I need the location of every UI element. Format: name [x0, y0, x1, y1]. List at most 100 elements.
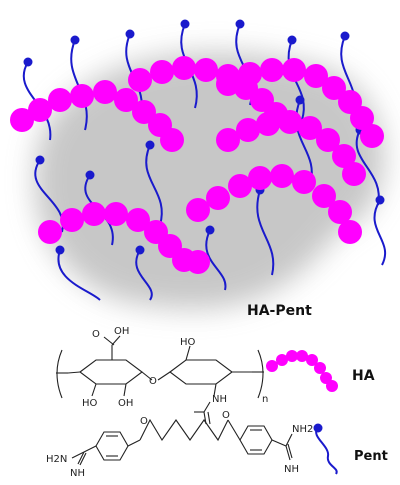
- pent-chemical-structure: H2N NH O O NH2 NH: [46, 410, 313, 479]
- repeat-n-text: n: [262, 394, 268, 405]
- ha-bead: [270, 164, 294, 188]
- pent-head: [135, 245, 145, 255]
- ha-bead: [216, 128, 240, 152]
- ha-legend-beads: [266, 350, 338, 392]
- ha-bead: [114, 88, 138, 112]
- ha-legend-bead: [326, 380, 338, 392]
- pent-legend: Pent: [313, 423, 388, 475]
- pent-chain: [355, 129, 380, 206]
- ha-bead: [332, 144, 356, 168]
- ha-chemical-structure: OH O O HO HO OH NH n: [56, 326, 268, 425]
- ha-bead: [256, 112, 280, 136]
- carboxyl-oh-text: OH: [114, 326, 129, 337]
- pent-chain: [135, 249, 153, 301]
- left-ether-o-text: O: [140, 416, 148, 427]
- ha-bead: [126, 208, 150, 232]
- ha-legend-bead: [266, 360, 278, 372]
- ha-bead: [228, 174, 252, 198]
- glycosidic-o-text: O: [149, 376, 157, 387]
- pent-head: [125, 29, 135, 39]
- ha-bead: [236, 118, 260, 142]
- ha-legend-bead: [286, 350, 298, 362]
- pent-legend-head: [313, 423, 323, 433]
- pent-head: [85, 170, 95, 180]
- pent-head: [375, 195, 385, 205]
- pent-head: [235, 19, 245, 29]
- ha-bead: [104, 202, 128, 226]
- ha-bead: [186, 198, 210, 222]
- right-amine-text: NH2: [292, 424, 313, 435]
- ha-bead: [206, 186, 230, 210]
- pent-chain: [256, 189, 275, 276]
- pent-chain: [145, 144, 163, 226]
- pent-head: [145, 140, 155, 150]
- pent-head: [287, 35, 297, 45]
- left-imine-text: NH: [70, 468, 85, 479]
- ha-bead: [128, 68, 152, 92]
- ha-bead: [338, 220, 362, 244]
- ha-bead: [282, 58, 306, 82]
- pent-head: [35, 155, 45, 165]
- ha-bead: [278, 110, 302, 134]
- right-imine-text: NH: [284, 464, 299, 475]
- oh-bottom-mid-text: OH: [118, 398, 133, 409]
- ha-bead: [60, 208, 84, 232]
- ha-bead: [342, 162, 366, 186]
- ha-legend-bead: [276, 354, 288, 366]
- pent-chain: [22, 61, 52, 141]
- nh-text: NH: [212, 394, 227, 405]
- ha-bead: [312, 184, 336, 208]
- ha-legend: HA: [266, 350, 375, 392]
- ha-bead: [186, 250, 210, 274]
- ha-bead: [316, 128, 340, 152]
- ha-bead: [238, 62, 262, 86]
- ha-bead: [328, 200, 352, 224]
- ha-bead: [216, 72, 240, 96]
- right-ether-o-text: O: [222, 410, 230, 421]
- ha-legend-bead: [306, 354, 318, 366]
- ha-bead: [10, 108, 34, 132]
- ha-bead: [350, 106, 374, 130]
- ha-bead: [194, 58, 218, 82]
- pent-head: [205, 225, 215, 235]
- ha-legend-bead: [296, 350, 308, 362]
- ha-bead: [248, 166, 272, 190]
- ha-bead: [150, 60, 174, 84]
- ha-bead: [93, 80, 117, 104]
- pent-head: [23, 57, 33, 67]
- carboxyl-o-text: O: [92, 329, 100, 340]
- pent-head: [295, 95, 305, 105]
- pent-legend-label: Pent: [354, 449, 388, 464]
- pent-chain: [373, 199, 387, 266]
- ha-legend-bead: [314, 362, 326, 374]
- repeat-bracket-left: [56, 349, 63, 399]
- complex-label: HA-Pent: [247, 303, 312, 319]
- pent-chain: [57, 249, 101, 301]
- ha-bead: [172, 56, 196, 80]
- ha-bead: [304, 64, 328, 88]
- ha-bead: [82, 202, 106, 226]
- ha-bead: [260, 58, 284, 82]
- ha-bead: [322, 76, 346, 100]
- ha-bead: [48, 88, 72, 112]
- ha-bead: [298, 116, 322, 140]
- ha-legend-label: HA: [352, 368, 375, 384]
- ha-bead: [70, 84, 94, 108]
- ha-bead: [292, 170, 316, 194]
- pent-legend-tail: [315, 427, 338, 475]
- ha-bead: [360, 124, 384, 148]
- pent-chain: [205, 229, 227, 291]
- oh-bottom-left-text: HO: [82, 398, 98, 409]
- pent-head: [70, 35, 80, 45]
- repeat-bracket-right: [257, 349, 264, 399]
- oh-top-text: HO: [180, 337, 196, 348]
- pent-head: [340, 31, 350, 41]
- pent-head: [180, 19, 190, 29]
- ha-bead-strands: [10, 56, 384, 274]
- ha-bead: [160, 128, 184, 152]
- ha-bead: [28, 98, 52, 122]
- ha-bead: [132, 100, 156, 124]
- ha-bead: [38, 220, 62, 244]
